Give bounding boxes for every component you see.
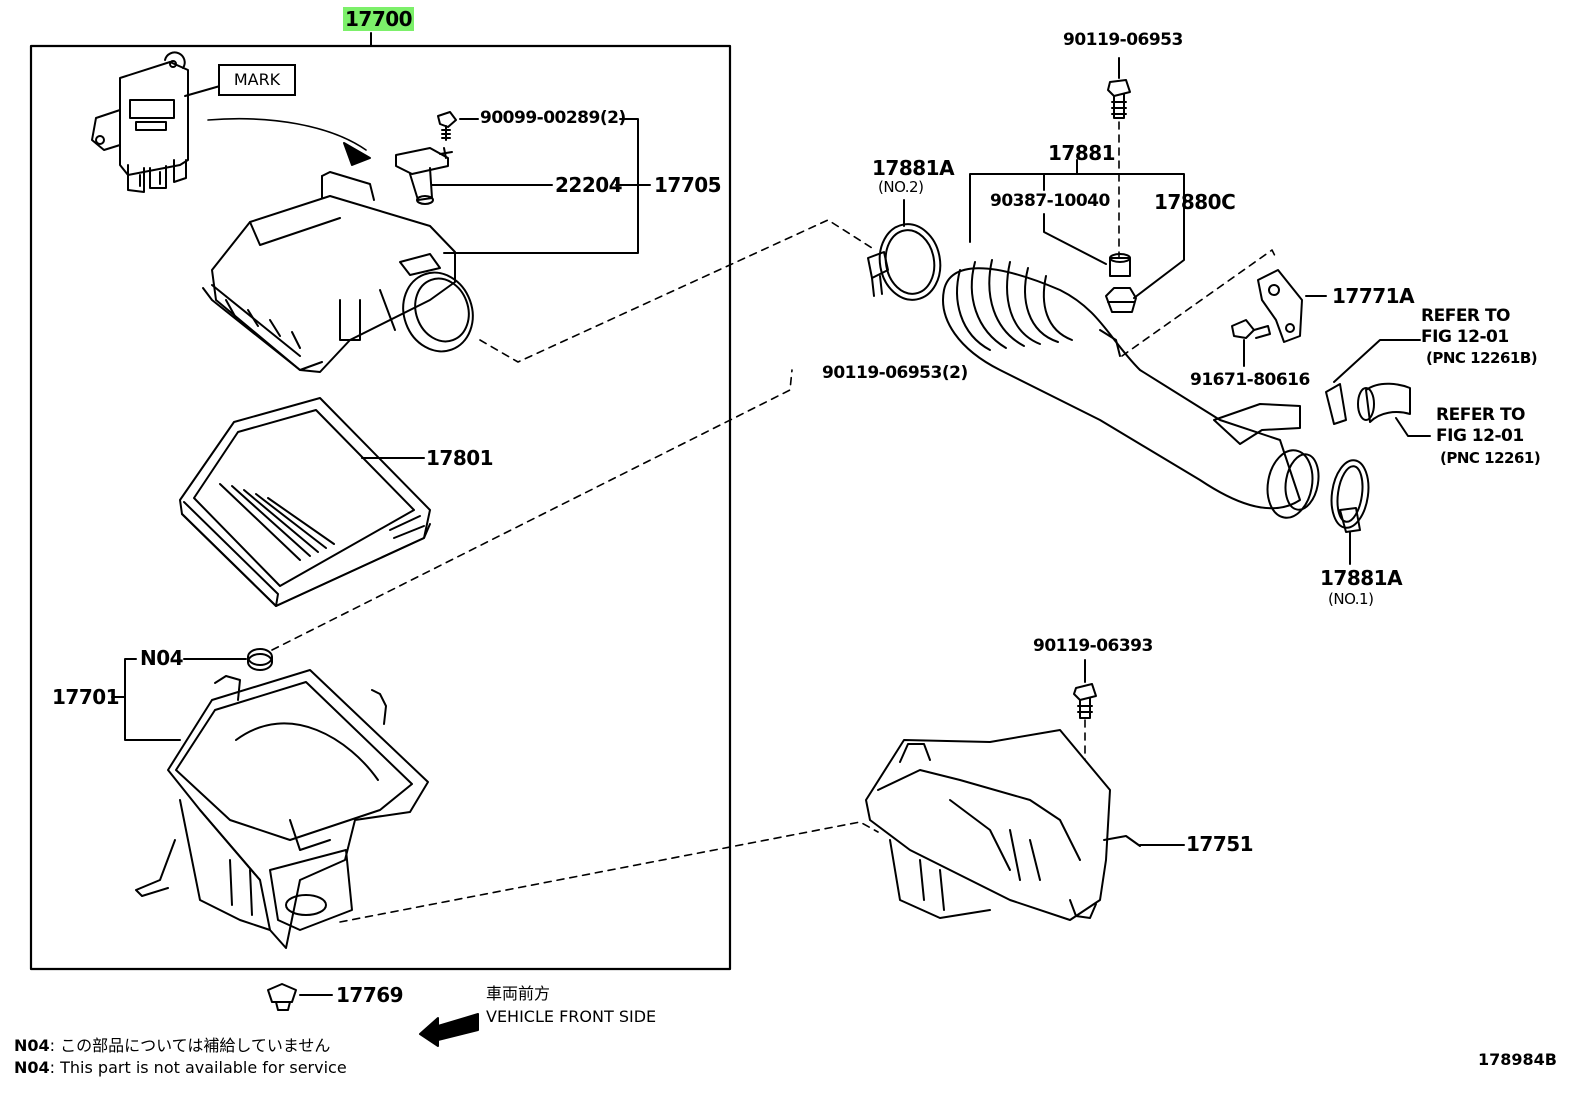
bracket-icon <box>1257 269 1303 343</box>
connector-icon <box>1325 383 1347 425</box>
refer-1-line2[interactable]: FIG 12-01 <box>1421 327 1509 347</box>
part-label-17769[interactable]: 17769 <box>336 983 404 1007</box>
grommet-icon <box>247 648 273 671</box>
part-label-17701[interactable]: 17701 <box>52 685 120 709</box>
refer-2-line2[interactable]: FIG 12-01 <box>1436 426 1524 446</box>
air-cleaner-case-icon <box>135 669 429 949</box>
part-label-90119-06393[interactable]: 90119-06393 <box>1033 636 1153 656</box>
part-label-17801[interactable]: 17801 <box>426 446 494 470</box>
footnote-en-text: : This part is not available for service <box>49 1058 347 1077</box>
refer-2-line3[interactable]: (PNC 12261) <box>1440 449 1541 467</box>
part-label-91671-80616[interactable]: 91671-80616 <box>1190 370 1310 390</box>
footnote-jp: N04: この部品については補給していません <box>14 1038 330 1054</box>
assembly-frame <box>29 44 732 971</box>
refer-1-line1[interactable]: REFER TO <box>1421 306 1511 326</box>
vehicle-front-jp: 車両前方 <box>486 984 551 1003</box>
breather-hose-icon <box>1365 382 1411 423</box>
part-label-17700[interactable]: 17700 <box>343 7 415 31</box>
bolt-icon <box>1073 683 1097 719</box>
hose-clamp-icon <box>1330 459 1370 533</box>
part-label-17881a-no1[interactable]: 17881A <box>1320 566 1403 590</box>
collar-icon <box>1109 253 1131 277</box>
footnote-en: N04: This part is not available for serv… <box>14 1060 347 1076</box>
diagram-id: 178984B <box>1478 1050 1557 1069</box>
footnote-jp-code: N04 <box>14 1036 50 1055</box>
vehicle-front-en: VEHICLE FRONT SIDE <box>486 1007 657 1026</box>
temperature-sensor-icon <box>395 147 453 205</box>
air-inlet-duct-icon <box>865 729 1141 921</box>
part-label-17705[interactable]: 17705 <box>654 173 722 197</box>
refer-2-line1[interactable]: REFER TO <box>1436 405 1526 425</box>
part-label-90119-06953-2[interactable]: 90119-06953(2) <box>822 363 968 383</box>
front-arrow-icon <box>419 1013 479 1047</box>
bolt-icon <box>1231 319 1271 339</box>
part-label-22204[interactable]: 22204 <box>555 173 623 197</box>
air-cleaner-cap-icon <box>202 171 474 373</box>
part-label-17881a-no2[interactable]: 17881A <box>872 156 955 180</box>
part-label-17881[interactable]: 17881 <box>1048 141 1116 165</box>
clip-icon <box>267 983 297 1011</box>
part-label-90099-00289[interactable]: 90099-00289(2) <box>480 108 626 128</box>
air-flow-meter-icon <box>91 51 189 193</box>
hose-clamp-icon <box>867 223 942 301</box>
air-filter-icon <box>179 397 431 607</box>
footnote-en-code: N04 <box>14 1058 50 1077</box>
intake-hose-icon <box>942 259 1320 519</box>
part-label-17771a[interactable]: 17771A <box>1332 284 1415 308</box>
refer-1-line3[interactable]: (PNC 12261B) <box>1426 349 1538 367</box>
part-label-17751[interactable]: 17751 <box>1186 832 1254 856</box>
part-label-90387-10040[interactable]: 90387-10040 <box>990 191 1110 211</box>
part-label-17880c[interactable]: 17880C <box>1154 190 1236 214</box>
part-label-90119-06953[interactable]: 90119-06953 <box>1063 30 1183 50</box>
clamp-no2-label: (NO.2) <box>878 178 924 196</box>
screw-icon <box>437 111 457 141</box>
footnote-jp-text: : この部品については補給していません <box>49 1036 331 1055</box>
cushion-icon <box>1105 287 1137 313</box>
bolt-icon <box>1107 79 1131 119</box>
clamp-no1-label: (NO.1) <box>1328 590 1374 608</box>
mark-leader <box>184 85 221 97</box>
mark-callout: MARK <box>218 64 296 96</box>
part-label-n04[interactable]: N04 <box>140 646 184 670</box>
